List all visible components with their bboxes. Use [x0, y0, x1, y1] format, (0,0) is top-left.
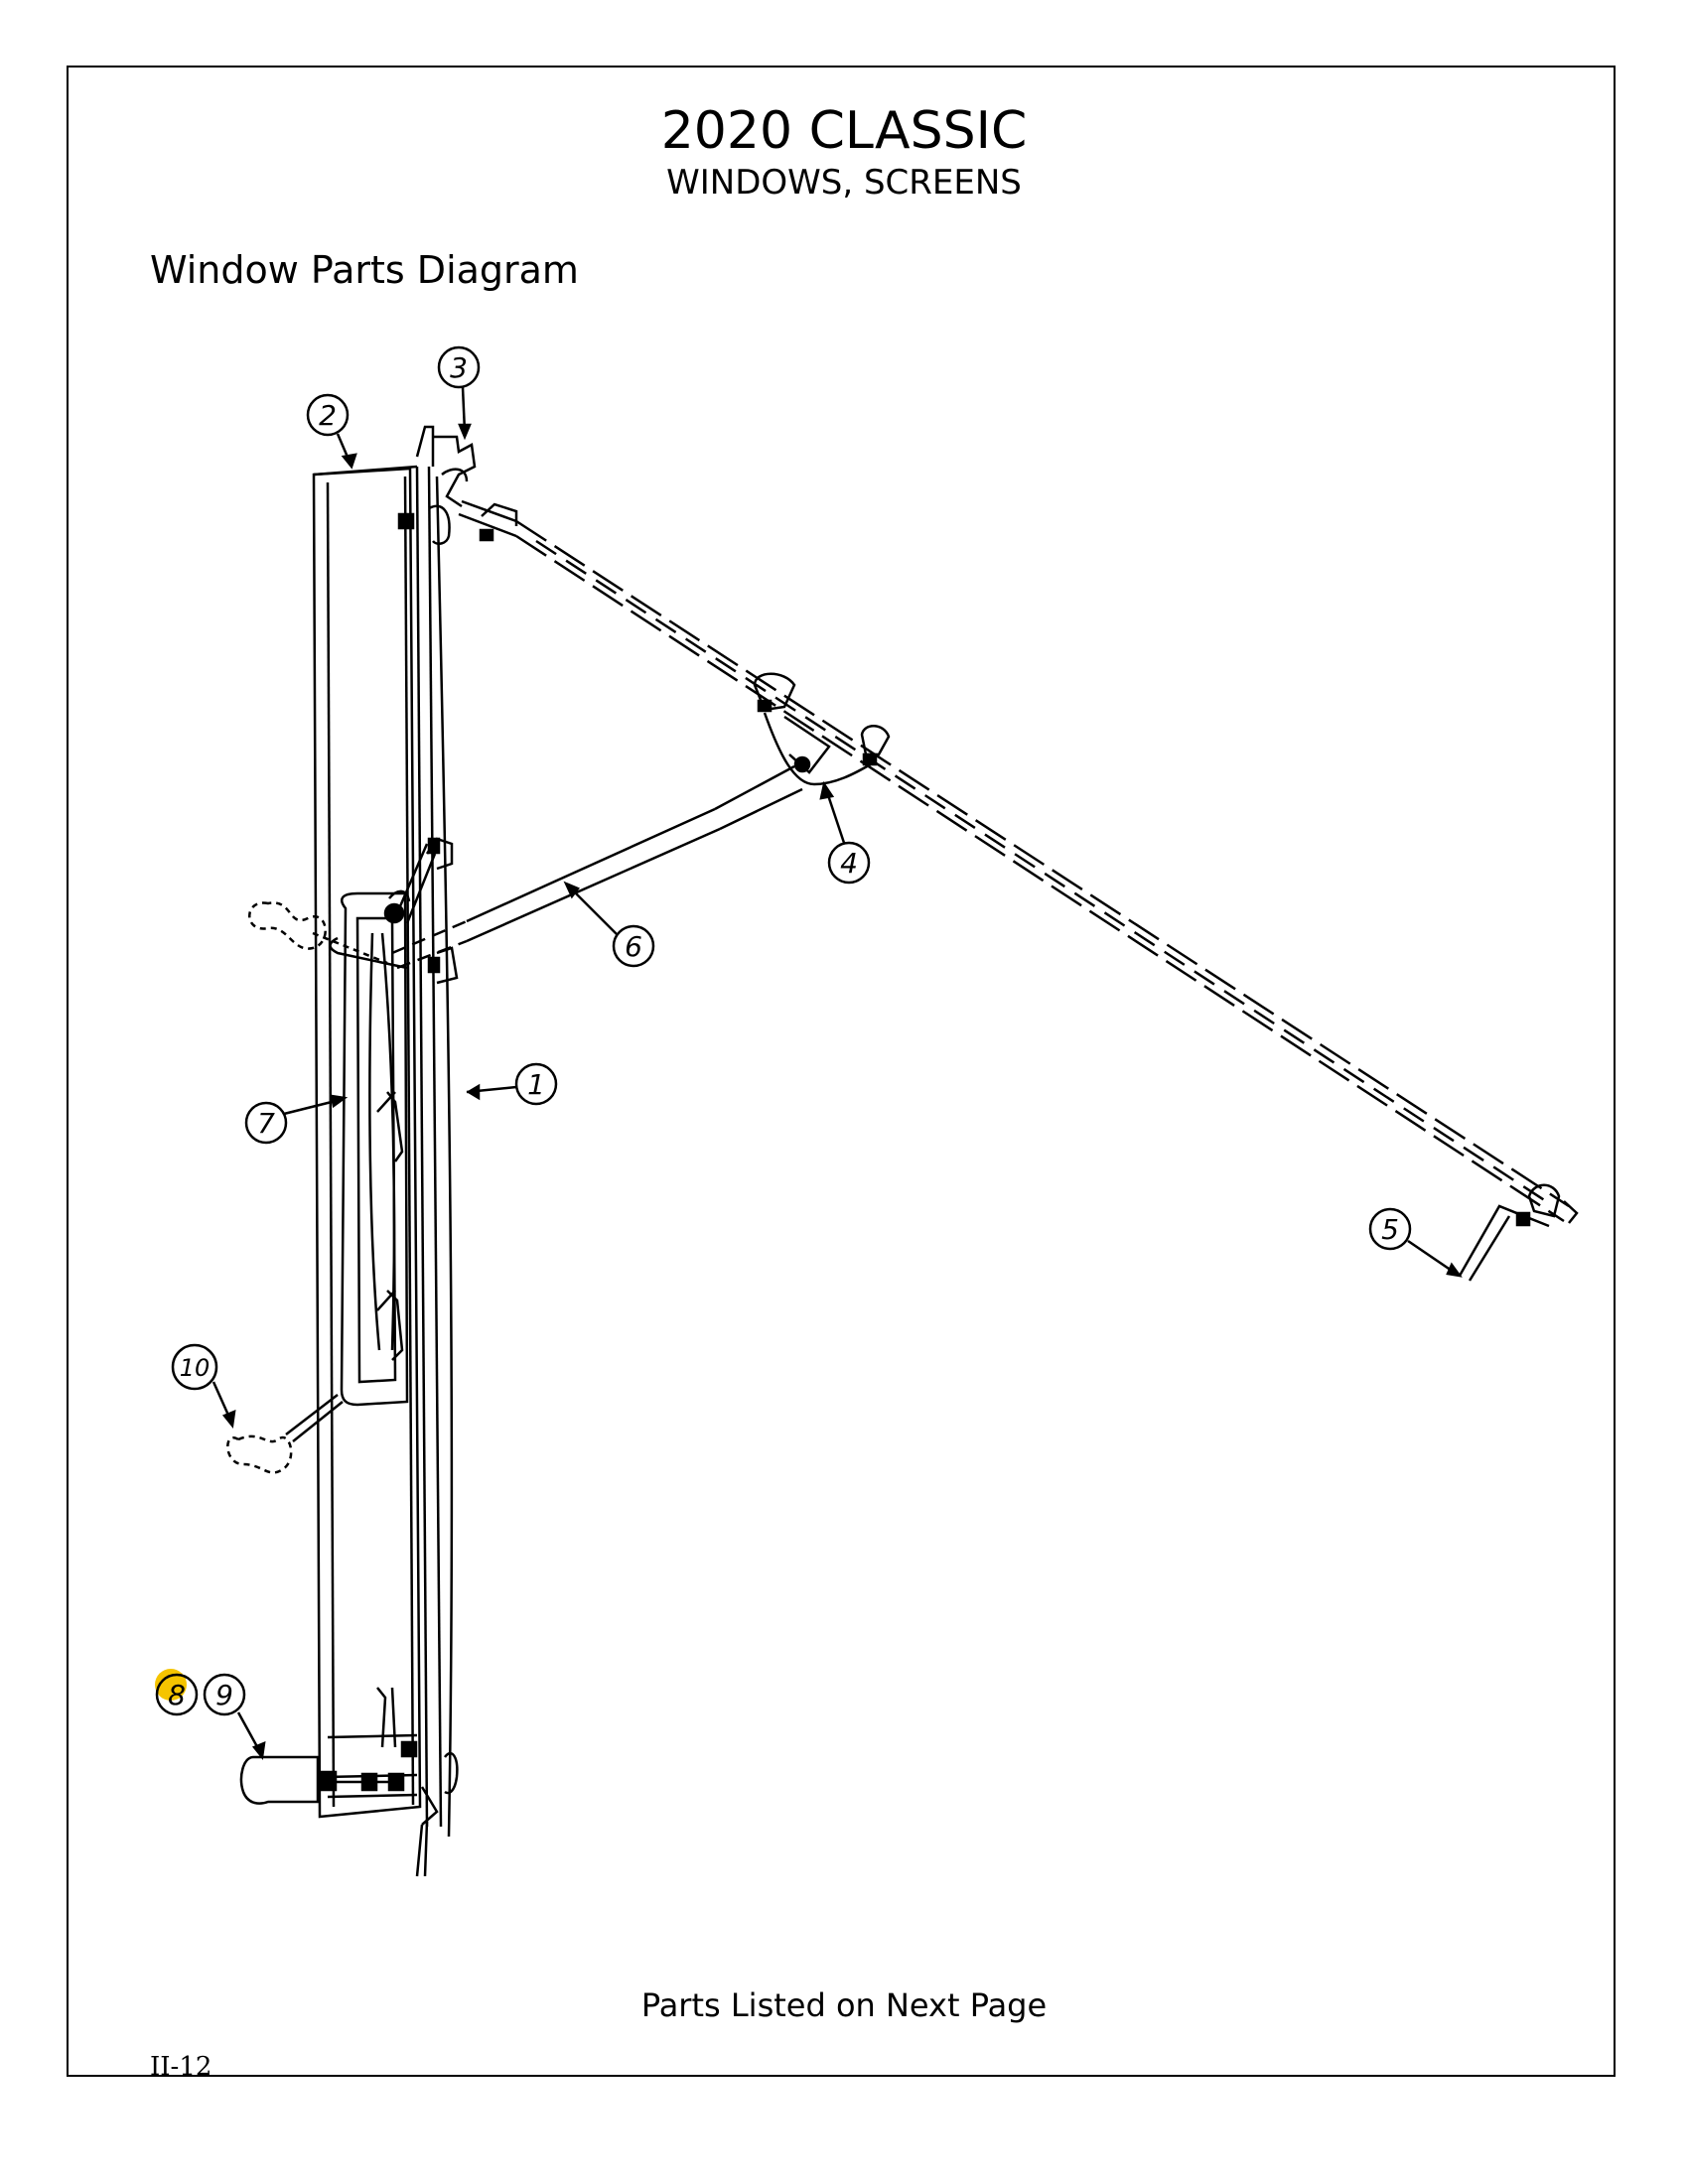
callout-7-label: 7	[257, 1107, 275, 1140]
callout-8-highlight	[155, 1669, 187, 1701]
callout-3-label: 3	[450, 351, 468, 384]
callout-8-label: 8	[168, 1679, 186, 1711]
callout-6: 6	[563, 881, 655, 968]
callout-9: 9	[203, 1673, 266, 1761]
callout-7: 7	[244, 1094, 349, 1145]
callout-5-label: 5	[1381, 1213, 1399, 1246]
page-title: 2020 CLASSIC	[660, 101, 1028, 161]
callout-6-label: 6	[625, 930, 642, 963]
bottom-hardware	[239, 1687, 459, 1877]
top-hinge	[397, 435, 477, 545]
callout-1: 1	[466, 1062, 558, 1106]
window-frame	[312, 425, 454, 1838]
callout-2: 2	[306, 393, 357, 470]
callout-9-label: 9	[215, 1679, 233, 1711]
page-border	[67, 66, 1616, 2077]
callout-8: 8	[155, 1669, 199, 1716]
callout-1-label: 1	[527, 1068, 545, 1101]
handle-ghost-bottom	[226, 1434, 293, 1474]
page-number: II-12	[150, 2052, 212, 2082]
page-subtitle: WINDOWS, SCREENS	[666, 163, 1022, 203]
handle-ghost-top	[248, 901, 388, 965]
callout-4: 4	[819, 780, 871, 885]
awning-panel	[458, 499, 1579, 1224]
end-bracket	[1458, 1183, 1561, 1282]
callout-10: 10	[171, 1343, 236, 1430]
hinge-bracket	[753, 672, 891, 786]
handle-arm-inner	[292, 1401, 344, 1442]
handle-arm	[285, 1394, 339, 1435]
operator-mechanism	[329, 837, 459, 1407]
top-panel-clip	[479, 502, 518, 542]
callout-10-label: 10	[180, 1354, 211, 1382]
callout-3: 3	[437, 345, 481, 441]
section-title: Window Parts Diagram	[150, 248, 579, 292]
support-arm	[391, 764, 803, 970]
callout-2-label: 2	[319, 399, 337, 432]
callout-5: 5	[1368, 1207, 1463, 1278]
footer-note: Parts Listed on Next Page	[640, 1986, 1048, 2024]
callout-4-label: 4	[840, 847, 858, 880]
